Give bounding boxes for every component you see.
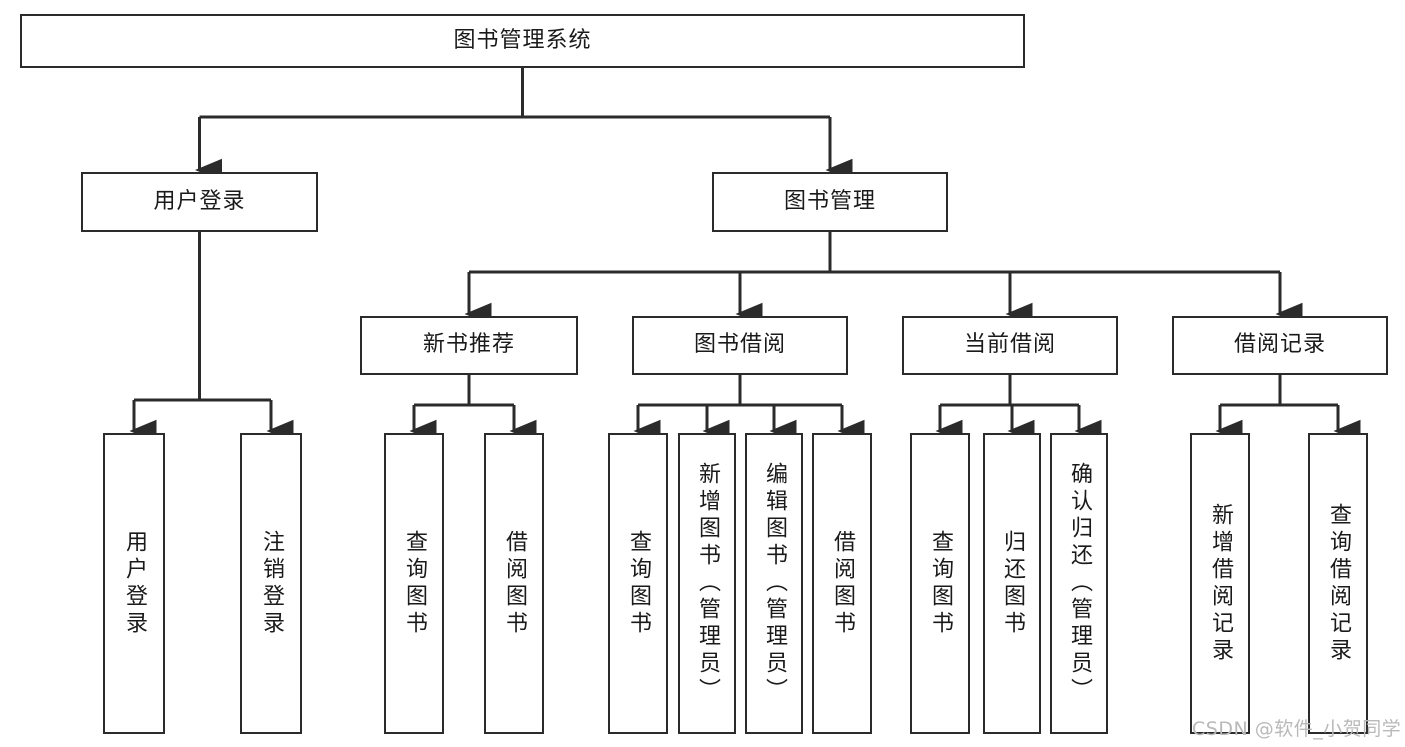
node-level2-0[interactable]: 用户登录	[81, 172, 318, 232]
node-level3-1[interactable]: 图书借阅	[632, 316, 848, 375]
node-label: 借阅图书	[830, 529, 855, 638]
node-leaf-8[interactable]: 查询图书	[910, 433, 970, 734]
node-label: 确认归还（管理员）	[1067, 462, 1092, 705]
node-label: 查询图书	[402, 529, 427, 638]
node-leaf-9[interactable]: 归还图书	[983, 433, 1041, 734]
node-leaf-2[interactable]: 查询图书	[384, 433, 444, 734]
node-leaf-5[interactable]: 新增图书（管理员）	[678, 433, 736, 734]
node-leaf-7[interactable]: 借阅图书	[812, 433, 872, 734]
node-leaf-0[interactable]: 用户登录	[103, 433, 165, 734]
node-label: 查询图书	[626, 529, 651, 638]
node-label: 图书管理	[783, 188, 876, 214]
node-label: 当前借阅	[963, 332, 1056, 358]
node-label: 新增图书（管理员）	[695, 462, 720, 705]
node-level3-2[interactable]: 当前借阅	[902, 316, 1118, 375]
node-leaf-3[interactable]: 借阅图书	[484, 433, 544, 734]
csdn-watermark: CSDN @软件_小贺同学	[1192, 718, 1402, 740]
node-root[interactable]: 图书管理系统	[20, 14, 1025, 68]
node-label: 编辑图书（管理员）	[762, 462, 787, 705]
node-leaf-1[interactable]: 注销登录	[240, 433, 302, 734]
node-leaf-11[interactable]: 新增借阅记录	[1190, 433, 1250, 734]
node-label: 用户登录	[122, 529, 147, 638]
node-level2-1[interactable]: 图书管理	[712, 172, 948, 232]
node-level3-0[interactable]: 新书推荐	[360, 316, 578, 375]
node-leaf-10[interactable]: 确认归还（管理员）	[1050, 433, 1108, 734]
node-label: 新增借阅记录	[1208, 502, 1233, 665]
node-leaf-4[interactable]: 查询图书	[608, 433, 668, 734]
node-label: 用户登录	[153, 188, 246, 214]
node-label: 借阅图书	[502, 529, 527, 638]
node-label: 图书管理系统	[453, 27, 592, 53]
node-leaf-6[interactable]: 编辑图书（管理员）	[745, 433, 803, 734]
node-label: 归还图书	[1000, 529, 1025, 638]
node-label: 查询借阅记录	[1326, 502, 1351, 665]
node-label: 注销登录	[259, 529, 284, 638]
node-label: 图书借阅	[693, 332, 786, 358]
node-label: 借阅记录	[1233, 332, 1326, 358]
node-label: 查询图书	[928, 529, 953, 638]
node-label: 新书推荐	[422, 332, 515, 358]
node-leaf-12[interactable]: 查询借阅记录	[1308, 433, 1368, 734]
node-level3-3[interactable]: 借阅记录	[1172, 316, 1388, 375]
